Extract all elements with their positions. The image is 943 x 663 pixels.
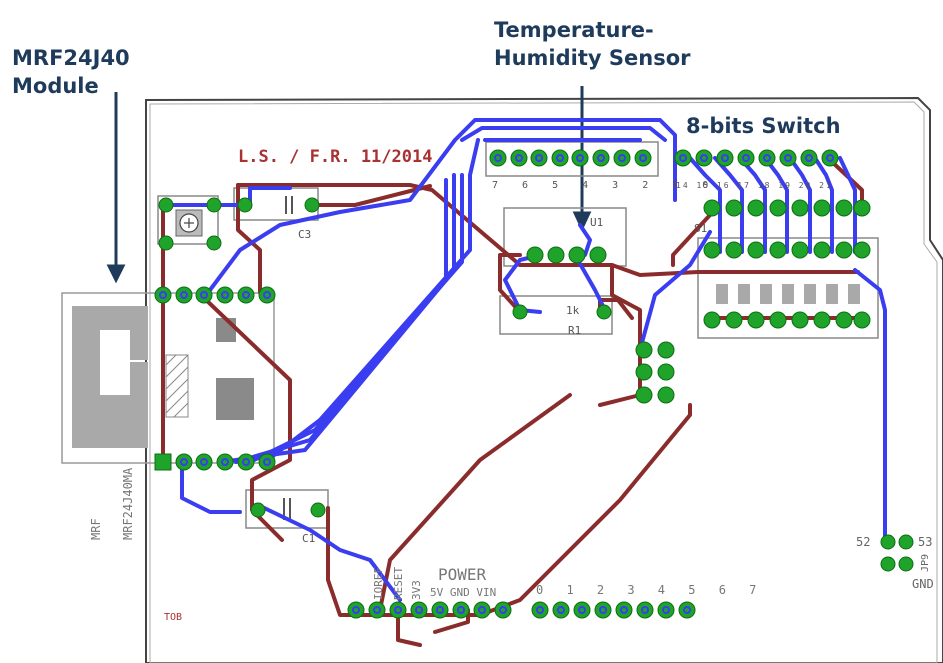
pads-mrf-top-row <box>154 286 276 304</box>
top-mark-label: TOB <box>164 612 182 623</box>
mrf-callout-line1: MRF24J40 <box>12 46 130 70</box>
mrf-callout-line2: Module <box>12 74 99 98</box>
switch-callout: 8-bits Switch <box>686 114 841 138</box>
board-outline-inner <box>149 101 938 663</box>
pads-analog-header <box>531 601 696 619</box>
pads-sensor-chip <box>526 246 607 264</box>
switch-footprint <box>697 237 879 339</box>
pads-switch-header <box>674 149 839 167</box>
mrf-label: MRF <box>89 518 103 540</box>
connector-left-label: 52 <box>856 535 870 549</box>
pad-holes <box>159 154 834 614</box>
sensor-callout: Temperature- Humidity Sensor <box>494 16 690 72</box>
analog-pins-label: 0 1 2 3 4 5 6 7 <box>536 583 764 597</box>
board-credit-text: L.S. / F.R. 11/2014 <box>238 147 432 167</box>
pads-mrf-bottom-row <box>154 453 276 471</box>
pads-sensor-header <box>489 149 652 167</box>
connector-right-label: 53 <box>918 535 932 549</box>
power-title: POWER <box>438 565 487 584</box>
resistor-value-label: 1k <box>566 304 580 317</box>
mrf-module-callout: MRF24J40 Module <box>12 44 130 100</box>
pads-misc <box>158 197 914 572</box>
switch-header-pins: 14 15 16 17 18 19 20 21 <box>676 181 833 190</box>
sensor-ref-label: U1 <box>590 216 603 229</box>
top-layer-traces <box>160 118 887 602</box>
callout-arrows <box>106 86 592 284</box>
resistor-ref-label: R1 <box>568 324 581 337</box>
pads-side-header <box>635 341 675 404</box>
sensor-callout-line1: Temperature- <box>494 18 654 42</box>
connector-gnd-label: GND <box>912 577 934 591</box>
pads-switch-rows <box>703 199 871 329</box>
power-reset-label: RESET <box>392 567 405 600</box>
pads-power-header <box>347 601 512 619</box>
sensor-header-pins: 7 6 5 4 3 2 1 0 <box>492 180 717 191</box>
connector-ref-label: JP9 <box>920 554 931 572</box>
mrf-part-label: MRF24J40MA <box>121 467 135 540</box>
cap-bottom-label: C1 <box>302 532 315 545</box>
board-outline <box>145 96 943 663</box>
switch-ref-label: S1 <box>694 222 707 235</box>
power-ioref-label: IOREF <box>372 567 385 600</box>
cap-top-label: C3 <box>298 228 311 241</box>
capacitor-symbols <box>283 196 293 520</box>
sensor-callout-line2: Humidity Sensor <box>494 46 691 70</box>
power-pins-label: 5V GND VIN <box>430 586 496 599</box>
power-3v3-label: 3V3 <box>410 580 423 600</box>
